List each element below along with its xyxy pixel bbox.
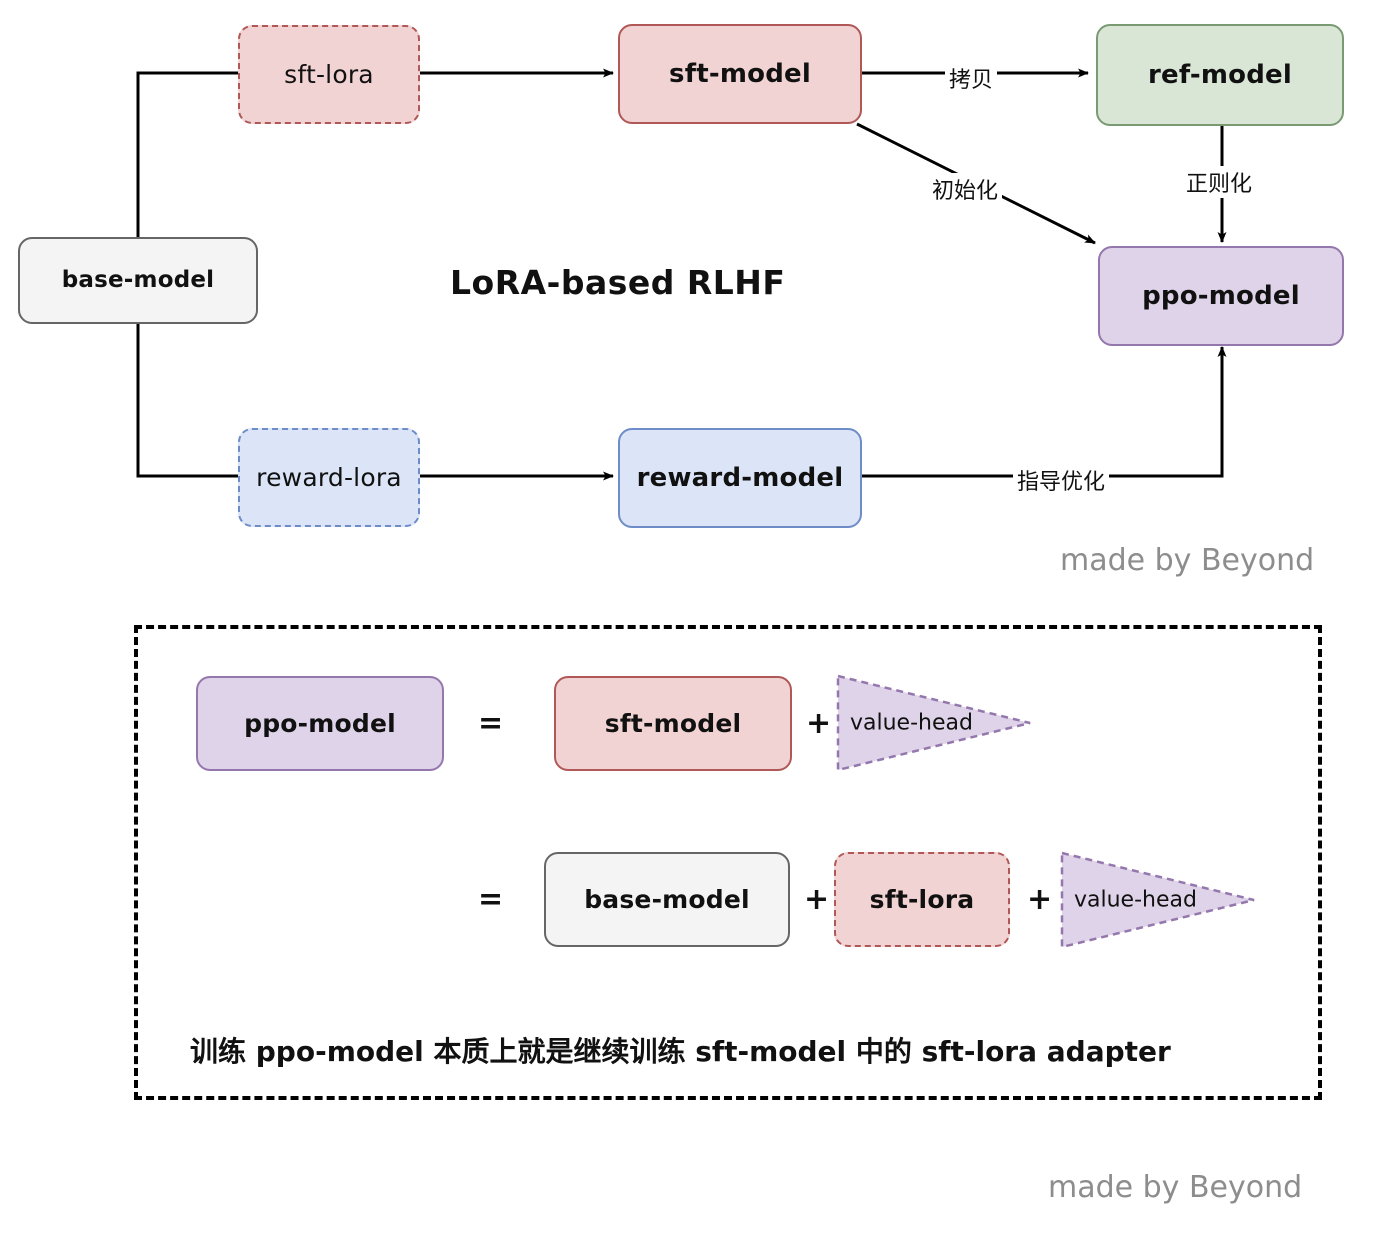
legend-value-head-row2-label: value-head [1074, 887, 1197, 913]
legend-value-head-row2[interactable]: value-head [1060, 850, 1256, 950]
legend-node-ppo-model[interactable]: ppo-model [196, 676, 444, 771]
legend-value-head-row1-label: value-head [850, 710, 973, 736]
node-reward-model[interactable]: reward-model [618, 428, 862, 528]
node-base-model[interactable]: base-model [18, 237, 258, 324]
edge-label-guide-optimize: 指导优化 [1013, 464, 1110, 496]
arrow-rewardmodel-to-ppomodel [862, 346, 1227, 478]
node-sft-model[interactable]: sft-model [618, 24, 862, 124]
legend-equals-row1: = [478, 706, 504, 741]
legend-caption: 训练 ppo-model 本质上就是继续训练 sft-model 中的 sft-… [190, 1035, 1171, 1068]
legend-node-base-model-label: base-model [584, 884, 750, 914]
node-reward-lora[interactable]: reward-lora [238, 428, 420, 527]
signature-top: made by Beyond [1060, 543, 1315, 578]
edge-label-copy: 拷贝 [945, 62, 998, 94]
node-ppo-model-label: ppo-model [1142, 280, 1300, 311]
legend-node-sft-model[interactable]: sft-model [554, 676, 792, 771]
legend-equals-row2: = [478, 882, 504, 917]
value-head-triangle-icon [836, 674, 1031, 772]
node-ref-model-label: ref-model [1147, 59, 1292, 90]
legend-node-base-model[interactable]: base-model [544, 852, 790, 947]
node-reward-lora-label: reward-lora [256, 462, 402, 492]
node-sft-model-label: sft-model [669, 58, 811, 89]
legend-container [134, 625, 1322, 1100]
node-reward-model-label: reward-model [636, 462, 844, 493]
legend-node-sft-lora[interactable]: sft-lora [834, 852, 1010, 947]
legend-node-ppo-model-label: ppo-model [244, 708, 396, 738]
node-sft-lora[interactable]: sft-lora [238, 25, 420, 124]
edge-label-regularize: 正则化 [1182, 166, 1257, 198]
legend-node-sft-lora-label: sft-lora [869, 884, 975, 914]
legend-node-sft-model-label: sft-model [604, 708, 742, 738]
node-ppo-model[interactable]: ppo-model [1098, 246, 1344, 346]
legend-value-head-row1[interactable]: value-head [836, 673, 1032, 773]
edge-label-initialize: 初始化 [928, 173, 1003, 205]
node-base-model-label: base-model [61, 266, 215, 293]
node-ref-model[interactable]: ref-model [1096, 24, 1344, 126]
node-sft-lora-label: sft-lora [284, 59, 374, 89]
legend-plus-row2-2: + [1027, 882, 1053, 917]
page-title: LoRA-based RLHF [450, 263, 786, 302]
legend-plus-row1-1: + [806, 706, 832, 741]
signature-bottom: made by Beyond [1048, 1170, 1303, 1205]
legend-plus-row2-1: + [804, 882, 830, 917]
value-head-triangle-icon [1060, 851, 1255, 949]
